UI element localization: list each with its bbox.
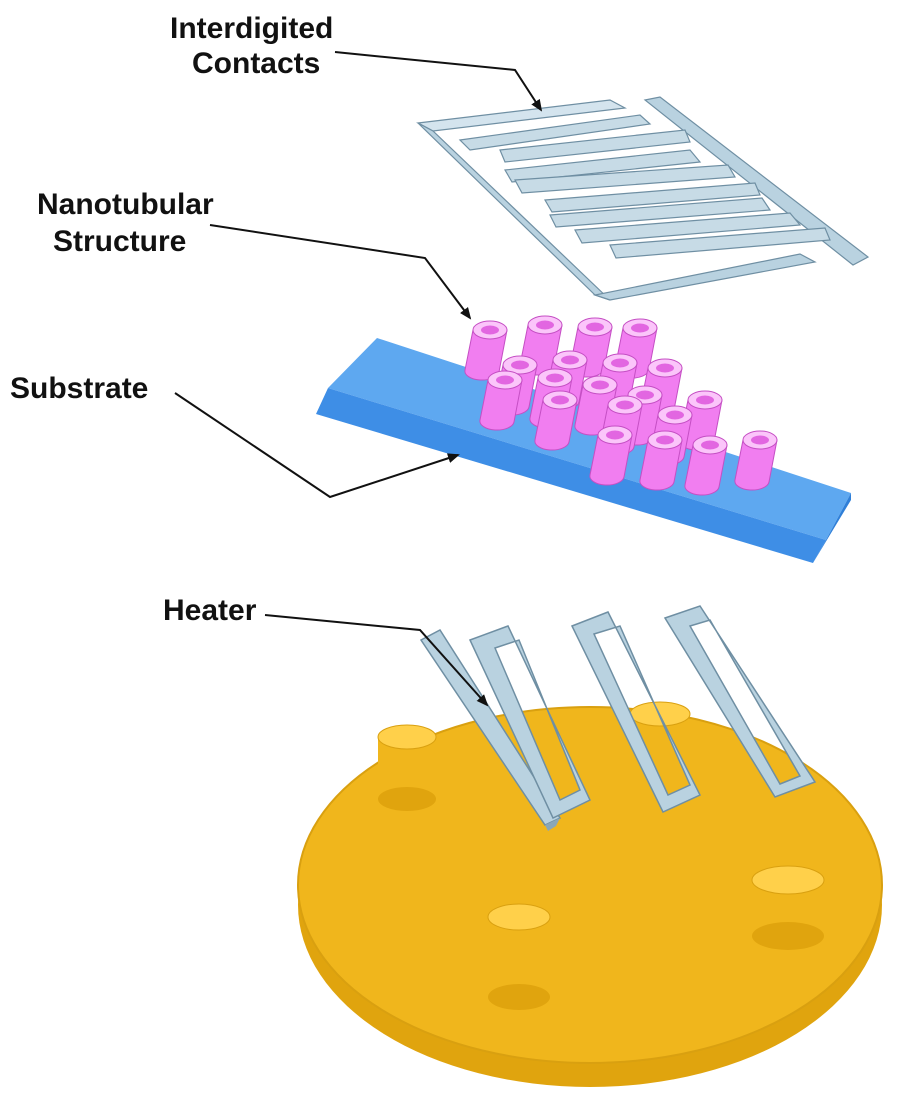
label-heater: Heater [163,594,257,627]
nanotube [464,320,508,381]
substrate-leader [174,392,460,499]
base-pin [377,724,437,811]
heater-element [419,605,817,831]
label-contacts-line2: Contacts [192,47,320,80]
label-nano-line1: Nanotubular [37,188,214,221]
base-pin [487,903,551,1010]
base-plate-top [297,706,883,1064]
nanotube [734,430,778,491]
substrate-top [328,338,851,540]
interdigitated-contacts [416,96,870,301]
nanotube [639,430,683,491]
nanotube-array [464,315,778,496]
nano-leader [209,224,472,320]
heater-leader [264,614,489,707]
substrate-side-front [316,388,826,563]
label-contacts-line1: Interdigited [170,12,333,45]
label-substrate: Substrate [10,372,148,405]
base-plate [297,701,883,1087]
contacts-leader [334,51,543,112]
nanotube [479,370,523,431]
nanotube [534,390,578,451]
label-nano-line2: Structure [53,225,186,258]
nanotube [684,435,728,496]
base-pin [751,865,825,950]
substrate [316,338,851,563]
nanotube [589,425,633,486]
